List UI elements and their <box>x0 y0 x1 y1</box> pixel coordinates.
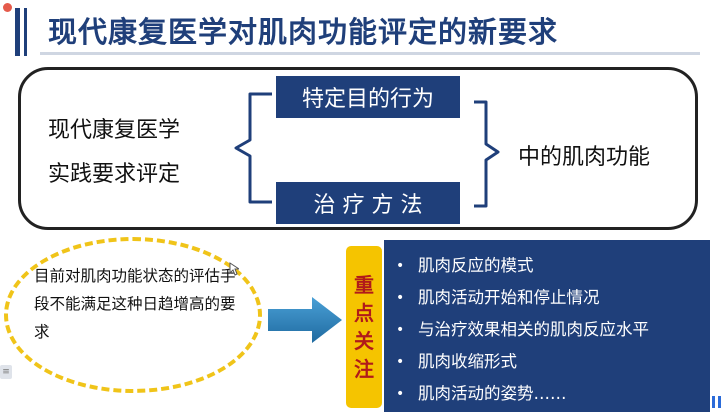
slide-title: 现代康复医学对肌肉功能评定的新要求 <box>48 15 559 49</box>
mouse-cursor-icon <box>229 262 239 276</box>
bullet-icon: • <box>396 290 405 306</box>
dashed-ellipse <box>4 237 262 393</box>
focus-list-panel: •肌肉反应的模式 •肌肉活动开始和停止情况 •与治疗效果相关的肌肉反应水平 •肌… <box>384 240 710 412</box>
focus-label: 重点关注 <box>346 246 382 408</box>
bullet-icon: • <box>396 386 405 402</box>
list-item: •肌肉活动开始和停止情况 <box>392 282 710 314</box>
box-treatment-method: 治 疗 方 法 <box>276 182 460 224</box>
title-underline <box>40 52 700 55</box>
left-text-line-2: 实践要求评定 <box>48 162 181 187</box>
bullet-icon: • <box>396 354 405 370</box>
bullet-icon: • <box>396 258 405 274</box>
list-item: •肌肉活动的姿势…… <box>392 378 710 410</box>
pause-icon[interactable] <box>712 396 722 408</box>
red-dot-icon <box>3 3 12 12</box>
right-arrow-icon <box>268 297 342 343</box>
list-item: •肌肉反应的模式 <box>392 250 710 282</box>
box-specific-behavior: 特定目的行为 <box>276 76 460 118</box>
left-text-line-1: 现代康复医学 <box>48 118 181 143</box>
title-bars-icon <box>15 8 35 56</box>
right-text: 中的肌肉功能 <box>518 145 651 170</box>
list-item: •肌肉收缩形式 <box>392 346 710 378</box>
ellipse-text: 目前对肌肉功能状态的评估手段不能满足这种日趋增高的要求 <box>34 267 236 341</box>
list-item: •与治疗效果相关的肌肉反应水平 <box>392 314 710 346</box>
bullet-icon: • <box>396 322 405 338</box>
slide-menu-icon[interactable]: ≡ <box>0 365 12 379</box>
